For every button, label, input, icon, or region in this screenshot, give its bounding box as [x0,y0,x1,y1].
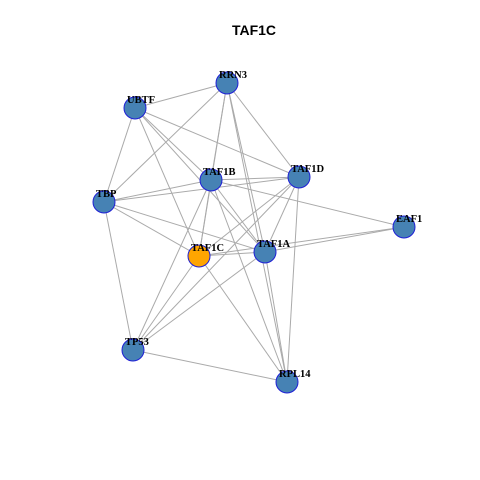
edge-rrn3-rpl14 [226,82,288,383]
node-label-taf1a: TAF1A [257,239,290,250]
edge-taf1b-taf1a [210,179,266,253]
edge-rrn3-taf1d [226,82,300,178]
node-rrn3[interactable] [215,71,239,95]
edge-taf1d-taf1a [264,176,300,253]
node-label-taf1c: TAF1C [191,243,224,254]
node-label-tbp: TBP [96,189,117,200]
edge-layer [103,82,405,383]
edge-tbp-taf1c [103,201,200,257]
edge-taf1a-rpl14 [264,251,288,383]
edge-taf1d-taf1c [198,176,300,257]
edge-taf1b-taf1c [198,179,212,257]
edge-rrn3-taf1a [226,82,266,253]
edge-taf1b-tbp [103,179,212,203]
edge-ubtf-taf1d [134,107,300,178]
edge-taf1c-tp53 [132,255,200,351]
edge-taf1d-rpl14 [286,176,300,383]
graph-title: TAF1C [232,22,276,38]
edge-rrn3-ubtf [134,82,228,109]
node-taf1d[interactable] [287,165,311,189]
node-ubtf[interactable] [123,96,147,120]
edge-taf1a-tp53 [132,251,266,351]
node-layer [92,71,416,394]
edge-taf1d-tbp [103,176,300,203]
node-eaf1[interactable] [392,215,416,239]
node-label-eaf1: EAF1 [396,214,422,225]
node-label-tp53: TP53 [125,337,149,348]
edge-taf1c-eaf1 [198,226,405,257]
edge-taf1b-rpl14 [210,179,288,383]
node-taf1c[interactable] [187,244,211,268]
node-taf1b[interactable] [199,168,223,192]
edge-ubtf-tbp [103,107,136,203]
node-tbp[interactable] [92,190,116,214]
node-label-taf1b: TAF1B [203,167,235,178]
edge-tbp-taf1a [103,201,266,253]
edge-taf1a-eaf1 [264,226,405,253]
node-rpl14[interactable] [275,370,299,394]
edge-tp53-rpl14 [132,349,288,383]
edge-taf1c-rpl14 [198,255,288,383]
node-label-taf1d: TAF1D [291,164,324,175]
edge-taf1b-tp53 [132,179,212,351]
edge-ubtf-taf1b [134,107,212,181]
node-label-rrn3: RRN3 [219,70,247,81]
node-tp53[interactable] [121,338,145,362]
edge-taf1b-eaf1 [210,179,405,228]
edge-taf1b-taf1d [210,176,300,181]
node-label-rpl14: RPL14 [279,369,311,380]
edge-ubtf-taf1c [134,107,200,257]
edge-taf1d-tp53 [132,176,300,351]
node-taf1a[interactable] [253,240,277,264]
edge-tbp-tp53 [103,201,134,351]
node-label-ubtf: UBTF [127,95,155,106]
